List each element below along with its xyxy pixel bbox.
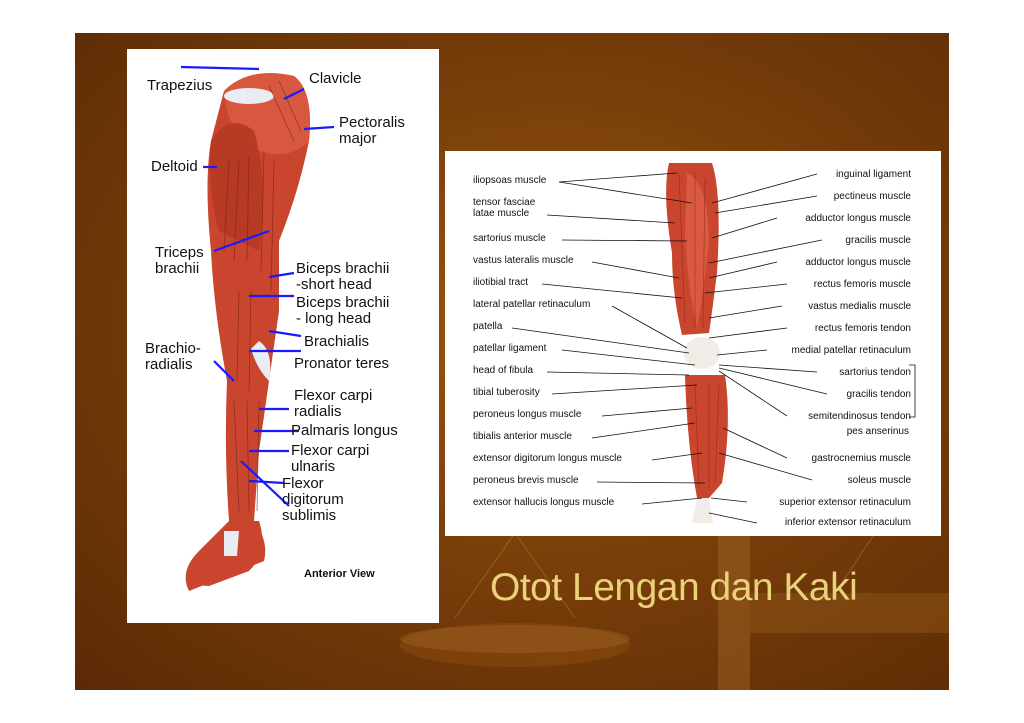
leg-label-right: sartorius tendon: [839, 367, 911, 378]
label-flexor-carpi-ulnaris: Flexor carpi ulnaris: [291, 442, 370, 475]
leg-label-left: patella: [473, 321, 503, 332]
leg-label-right: gracilis muscle: [845, 235, 911, 246]
leg-label-left: tibialis anterior muscle: [473, 431, 572, 442]
leg-label-left: head of fibula: [473, 365, 534, 376]
label-brachioradialis: Brachio- radialis: [145, 340, 201, 373]
leg-label-left: extensor digitorum longus muscle: [473, 453, 622, 464]
leg-label-left: sartorius muscle: [473, 233, 546, 244]
arm-illustration: [180, 65, 335, 592]
leg-label-right: gracilis tendon: [846, 389, 911, 400]
background-scale-decoration: [400, 513, 949, 690]
label-pectoralis-major: Pectoralis major: [339, 114, 405, 147]
leg-label-right: vastus medialis muscle: [808, 301, 911, 312]
label-brachialis: Brachialis: [304, 333, 370, 350]
leg-label-left: extensor hallucis longus muscle: [473, 497, 615, 508]
label-trapezius: Trapezius: [147, 77, 213, 94]
leg-label-left: peroneus longus muscle: [473, 409, 582, 420]
caption-anterior-view: Anterior View: [304, 568, 375, 580]
label-deltoid: Deltoid: [151, 158, 198, 175]
leg-label-left: patellar ligament: [473, 343, 547, 354]
leg-label-right: gastrocnemius muscle: [811, 453, 911, 464]
label-palmaris-longus: Palmaris longus: [291, 422, 398, 439]
leg-label-left: lateral patellar retinaculum: [473, 299, 591, 310]
label-flexor-carpi-radialis: Flexor carpi radialis: [294, 387, 373, 420]
leg-label-right: adductor longus muscle: [805, 213, 911, 224]
leg-label-right: pes anserinus: [846, 426, 909, 437]
leg-label-left: tensor fasciae latae muscle: [473, 197, 536, 219]
slide-title: Otot Lengan dan Kaki: [490, 566, 858, 609]
label-biceps-long-head: Biceps brachii - long head: [296, 294, 390, 327]
leg-label-left: iliotibial tract: [473, 277, 529, 288]
leg-label-left: vastus lateralis muscle: [473, 255, 574, 266]
label-triceps-brachii: Triceps brachii: [155, 244, 204, 277]
slide: Trapezius Clavicle Pectoralis major Delt…: [75, 33, 949, 690]
leg-label-left: iliopsoas muscle: [473, 175, 547, 186]
label-pronator-teres: Pronator teres: [294, 355, 390, 372]
leg-label-right: rectus femoris muscle: [813, 279, 911, 290]
leg-label-right: rectus femoris tendon: [814, 323, 911, 334]
arm-muscle-diagram: Trapezius Clavicle Pectoralis major Delt…: [127, 49, 439, 623]
label-clavicle: Clavicle: [309, 70, 362, 87]
leg-label-right: pectineus muscle: [833, 191, 911, 202]
leg-label-left: tibial tuberosity: [473, 387, 540, 398]
leg-label-right: inferior extensor retinaculum: [784, 517, 911, 528]
leg-label-right: inguinal ligament: [835, 169, 911, 180]
leg-label-right: medial patellar retinaculum: [791, 345, 911, 356]
label-biceps-short-head: Biceps brachii -short head: [296, 260, 390, 293]
leg-label-right: superior extensor retinaculum: [779, 497, 911, 508]
leg-label-left: peroneus brevis muscle: [473, 475, 579, 486]
leg-label-right: adductor longus muscle: [805, 257, 911, 268]
leg-illustration: [511, 163, 916, 524]
leg-label-right: semitendinosus tendon: [808, 411, 911, 422]
leg-label-right: soleus muscle: [847, 475, 911, 486]
leg-muscle-diagram: [445, 151, 941, 536]
label-flexor-digitorum-sublimis: Flexor digitorum sublimis: [282, 475, 344, 524]
